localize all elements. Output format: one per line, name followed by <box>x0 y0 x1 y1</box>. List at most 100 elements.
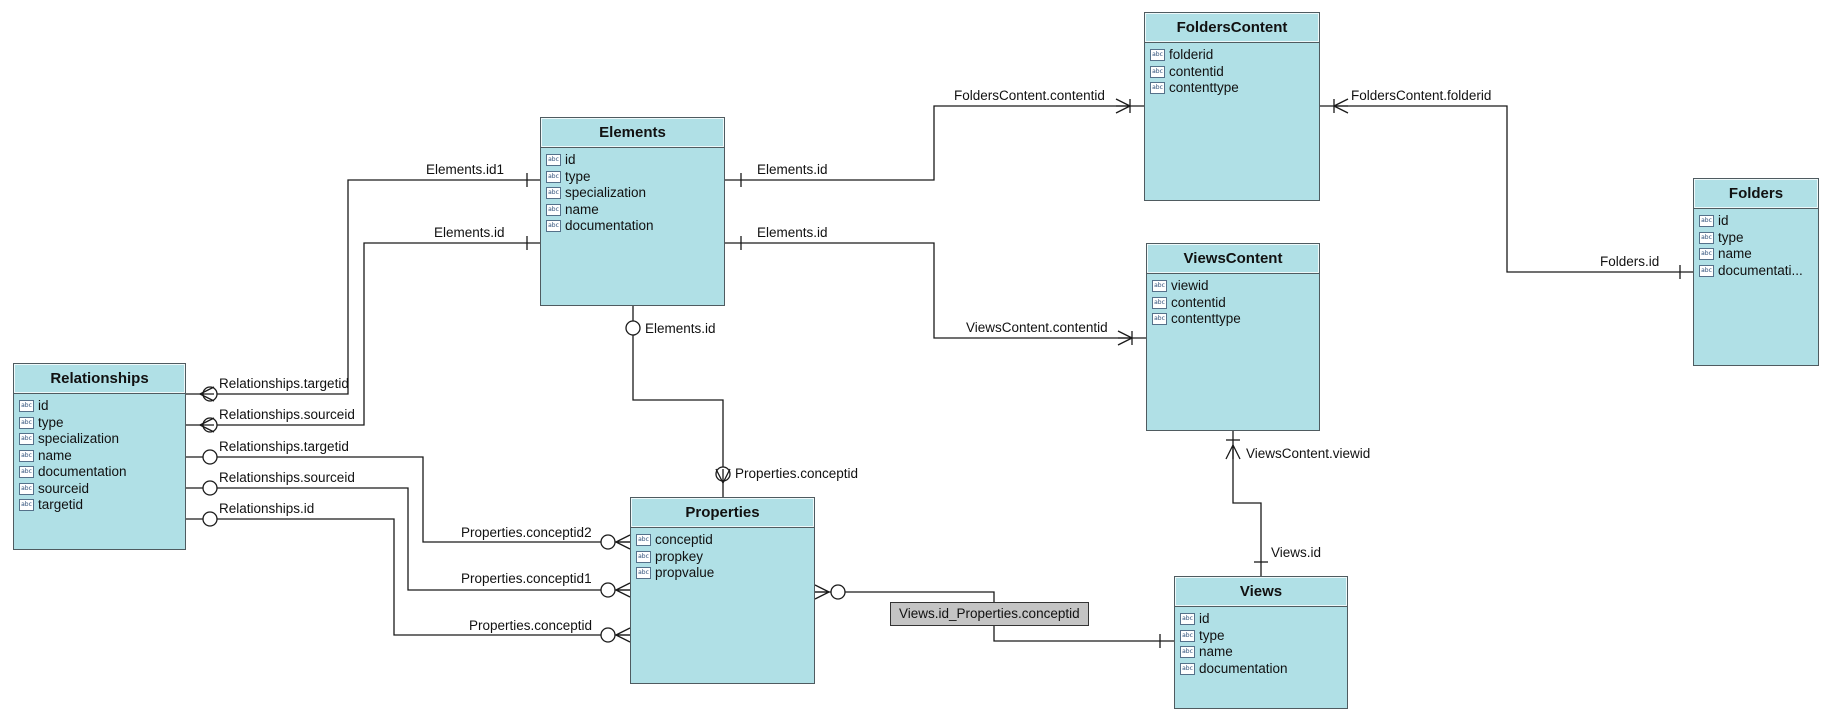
relationship-line[interactable] <box>186 487 630 591</box>
field-name: id <box>38 398 49 413</box>
field-name: sourceid <box>38 480 90 496</box>
text-field-icon: abc <box>1180 629 1195 642</box>
relationship-label[interactable]: Views.id <box>1271 545 1322 560</box>
relationship-line[interactable] <box>725 105 1144 181</box>
table-title: Folders <box>1694 179 1818 209</box>
many-marker[interactable] <box>1117 330 1133 346</box>
many-marker[interactable] <box>1115 98 1131 114</box>
relationship-label[interactable]: Folders.id <box>1600 254 1660 269</box>
many-marker[interactable] <box>615 627 631 643</box>
many-marker[interactable] <box>199 417 215 433</box>
many-marker[interactable] <box>199 386 215 402</box>
text-field-icon: abc <box>1152 280 1167 293</box>
relationship-line[interactable] <box>725 242 1146 339</box>
text-field-icon: abc <box>19 416 34 429</box>
text-field-icon: abc <box>1152 313 1167 326</box>
relationship-label[interactable]: Relationships.targetid <box>219 439 349 454</box>
relationship-label[interactable]: Relationships.id <box>219 501 315 516</box>
many-marker[interactable] <box>615 582 631 598</box>
relationship-label[interactable]: Properties.conceptid <box>469 618 593 633</box>
table-field[interactable]: abc viewid <box>1152 278 1319 295</box>
field-name: viewid <box>1171 278 1209 293</box>
relationship-line[interactable] <box>186 456 630 543</box>
text-field-icon: abc <box>1180 646 1195 659</box>
relationship-label[interactable]: Properties.conceptid1 <box>461 571 592 586</box>
text-field-icon: abc <box>546 154 561 167</box>
field-name: type <box>1718 229 1744 245</box>
text-field-icon: abc <box>546 220 561 233</box>
many-marker[interactable] <box>1333 98 1349 114</box>
text-field-icon: abc <box>1150 49 1165 62</box>
many-marker[interactable] <box>715 468 731 484</box>
relationship-line[interactable] <box>1320 105 1693 273</box>
relationship-label[interactable]: Properties.conceptid2 <box>461 525 592 540</box>
relationship-label[interactable]: Relationships.sourceid <box>219 407 355 422</box>
many-marker[interactable] <box>615 534 631 550</box>
field-name: propkey <box>655 548 704 564</box>
relationship-label[interactable]: Relationships.targetid <box>219 376 349 391</box>
relationship-label[interactable]: Elements.id <box>757 162 828 177</box>
relationship-label[interactable]: ViewsContent.viewid <box>1246 446 1371 461</box>
relationship-label[interactable]: FoldersContent.folderid <box>1351 88 1492 103</box>
table-title: Relationships <box>14 364 185 394</box>
relationship-line[interactable] <box>186 179 540 395</box>
relationship-line[interactable] <box>1232 431 1262 576</box>
text-field-icon: abc <box>1699 231 1714 244</box>
field-name: id <box>1199 611 1210 626</box>
relationship-line[interactable] <box>186 242 540 426</box>
relationship-label[interactable]: Relationships.sourceid <box>219 470 355 485</box>
relationship-label[interactable]: Elements.id <box>645 321 716 336</box>
relationship-label[interactable]: Properties.conceptid <box>735 466 859 481</box>
many-marker[interactable] <box>814 584 830 600</box>
relationship-label[interactable]: ViewsContent.contentid <box>966 320 1108 335</box>
relationship-line[interactable] <box>186 518 630 636</box>
relationship-label[interactable]: Elements.id1 <box>426 162 505 177</box>
field-name: name <box>565 201 599 217</box>
relationship-label[interactable]: FoldersContent.contentid <box>954 88 1105 103</box>
relationship-label[interactable]: Elements.id <box>434 225 505 240</box>
field-name: type <box>565 168 591 184</box>
selected-relationship-label[interactable]: Views.id_Properties.conceptid <box>890 602 1089 626</box>
many-marker[interactable] <box>1225 444 1241 460</box>
relationship-line[interactable] <box>632 306 724 497</box>
relationship-label[interactable]: Elements.id <box>757 225 828 240</box>
